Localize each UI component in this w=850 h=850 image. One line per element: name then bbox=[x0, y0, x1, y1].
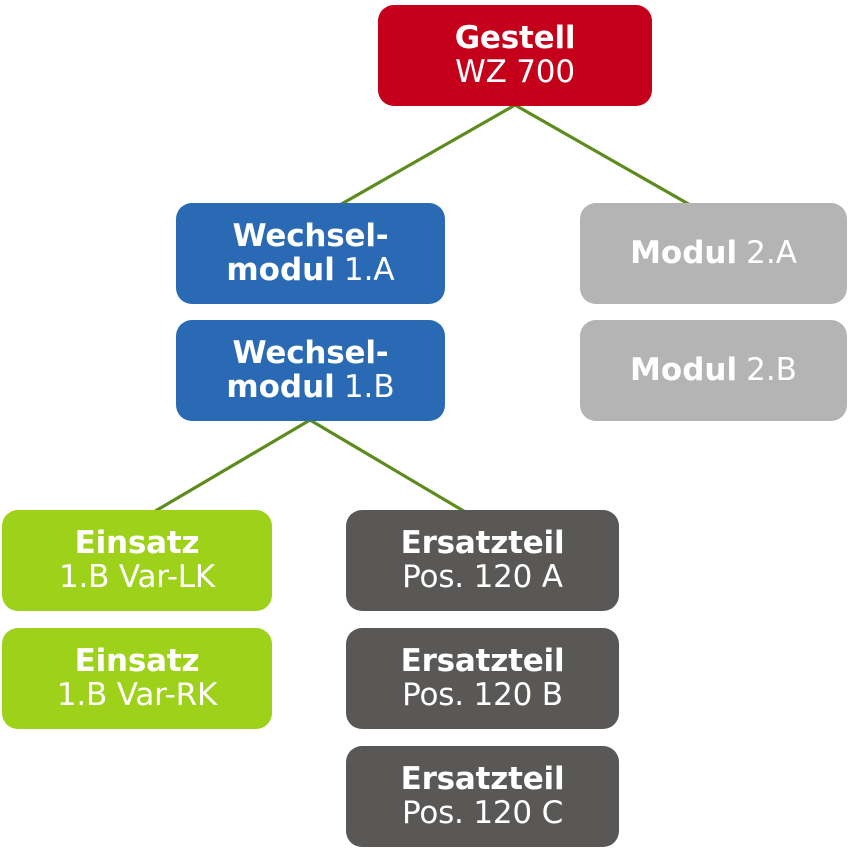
node-modul-2a-title: Modul bbox=[630, 234, 738, 271]
node-ersatzteil-pos-120-b-identifier: Pos. 120 B bbox=[402, 676, 563, 713]
node-ersatzteil-pos-120-c-identifier: Pos. 120 C bbox=[401, 794, 564, 831]
node-ersatzteil-pos-120-a[interactable]: Ersatzteil Pos. 120 A bbox=[346, 510, 619, 611]
node-einsatz-1b-var-rk[interactable]: Einsatz 1.B Var-RK bbox=[2, 628, 272, 729]
node-modul-2a[interactable]: Modul 2.A bbox=[580, 203, 847, 304]
node-wechselmodul-1b[interactable]: Wechsel- modul 1.B bbox=[176, 320, 445, 421]
node-einsatz-1b-var-lk[interactable]: Einsatz 1.B Var-LK bbox=[2, 510, 272, 611]
node-ersatzteil-pos-120-c-title: Ersatzteil bbox=[400, 761, 565, 798]
node-ersatzteil-pos-120-b-title: Ersatzteil bbox=[400, 643, 565, 680]
node-modul-2a-label-row: Modul 2.A bbox=[630, 234, 797, 271]
edge-line bbox=[151, 418, 311, 515]
edge-gestell-to-modul-2a bbox=[514, 103, 693, 208]
node-gestell-title: Gestell bbox=[454, 20, 576, 57]
node-wechselmodul-1a[interactable]: Wechsel- modul 1.A bbox=[176, 203, 445, 304]
edge-wechselmodul-1b-to-ersatzteil-pos-120-a bbox=[309, 418, 468, 515]
node-wechselmodul-1b-title: Wechsel- bbox=[232, 335, 389, 372]
node-wechselmodul-1a-identifier: 1.A bbox=[343, 251, 395, 288]
edge-line bbox=[309, 418, 468, 515]
node-wechselmodul-1a-title-cont: modul bbox=[226, 251, 335, 288]
edge-wechselmodul-1b-to-einsatz-1b-var-lk bbox=[151, 418, 311, 515]
edge-line bbox=[514, 103, 693, 208]
node-ersatzteil-pos-120-a-identifier: Pos. 120 A bbox=[402, 558, 563, 595]
node-ersatzteil-pos-120-b[interactable]: Ersatzteil Pos. 120 B bbox=[346, 628, 619, 729]
node-modul-2b[interactable]: Modul 2.B bbox=[580, 320, 847, 421]
edge-gestell-to-wechselmodul-1a bbox=[337, 103, 516, 208]
node-wechselmodul-1a-subtitle-row: modul 1.A bbox=[226, 251, 395, 288]
node-wechselmodul-1b-subtitle-row: modul 1.B bbox=[226, 368, 395, 405]
node-modul-2a-identifier: 2.A bbox=[746, 234, 797, 271]
node-einsatz-1b-var-lk-title: Einsatz bbox=[74, 525, 200, 562]
node-modul-2b-title: Modul bbox=[630, 351, 738, 388]
node-ersatzteil-pos-120-c[interactable]: Ersatzteil Pos. 120 C bbox=[346, 746, 619, 847]
node-einsatz-1b-var-rk-identifier: 1.B Var-RK bbox=[56, 676, 218, 713]
node-wechselmodul-1a-title: Wechsel- bbox=[232, 218, 389, 255]
edge-line bbox=[337, 103, 516, 208]
node-wechselmodul-1b-identifier: 1.B bbox=[343, 368, 395, 405]
node-einsatz-1b-var-rk-title: Einsatz bbox=[74, 643, 200, 680]
node-modul-2b-label-row: Modul 2.B bbox=[630, 351, 797, 388]
node-modul-2b-identifier: 2.B bbox=[746, 351, 797, 388]
node-gestell[interactable]: Gestell WZ 700 bbox=[378, 5, 652, 106]
node-ersatzteil-pos-120-a-title: Ersatzteil bbox=[400, 525, 565, 562]
node-wechselmodul-1b-title-cont: modul bbox=[226, 368, 335, 405]
node-einsatz-1b-var-lk-identifier: 1.B Var-LK bbox=[58, 558, 216, 595]
node-gestell-identifier: WZ 700 bbox=[455, 53, 575, 90]
